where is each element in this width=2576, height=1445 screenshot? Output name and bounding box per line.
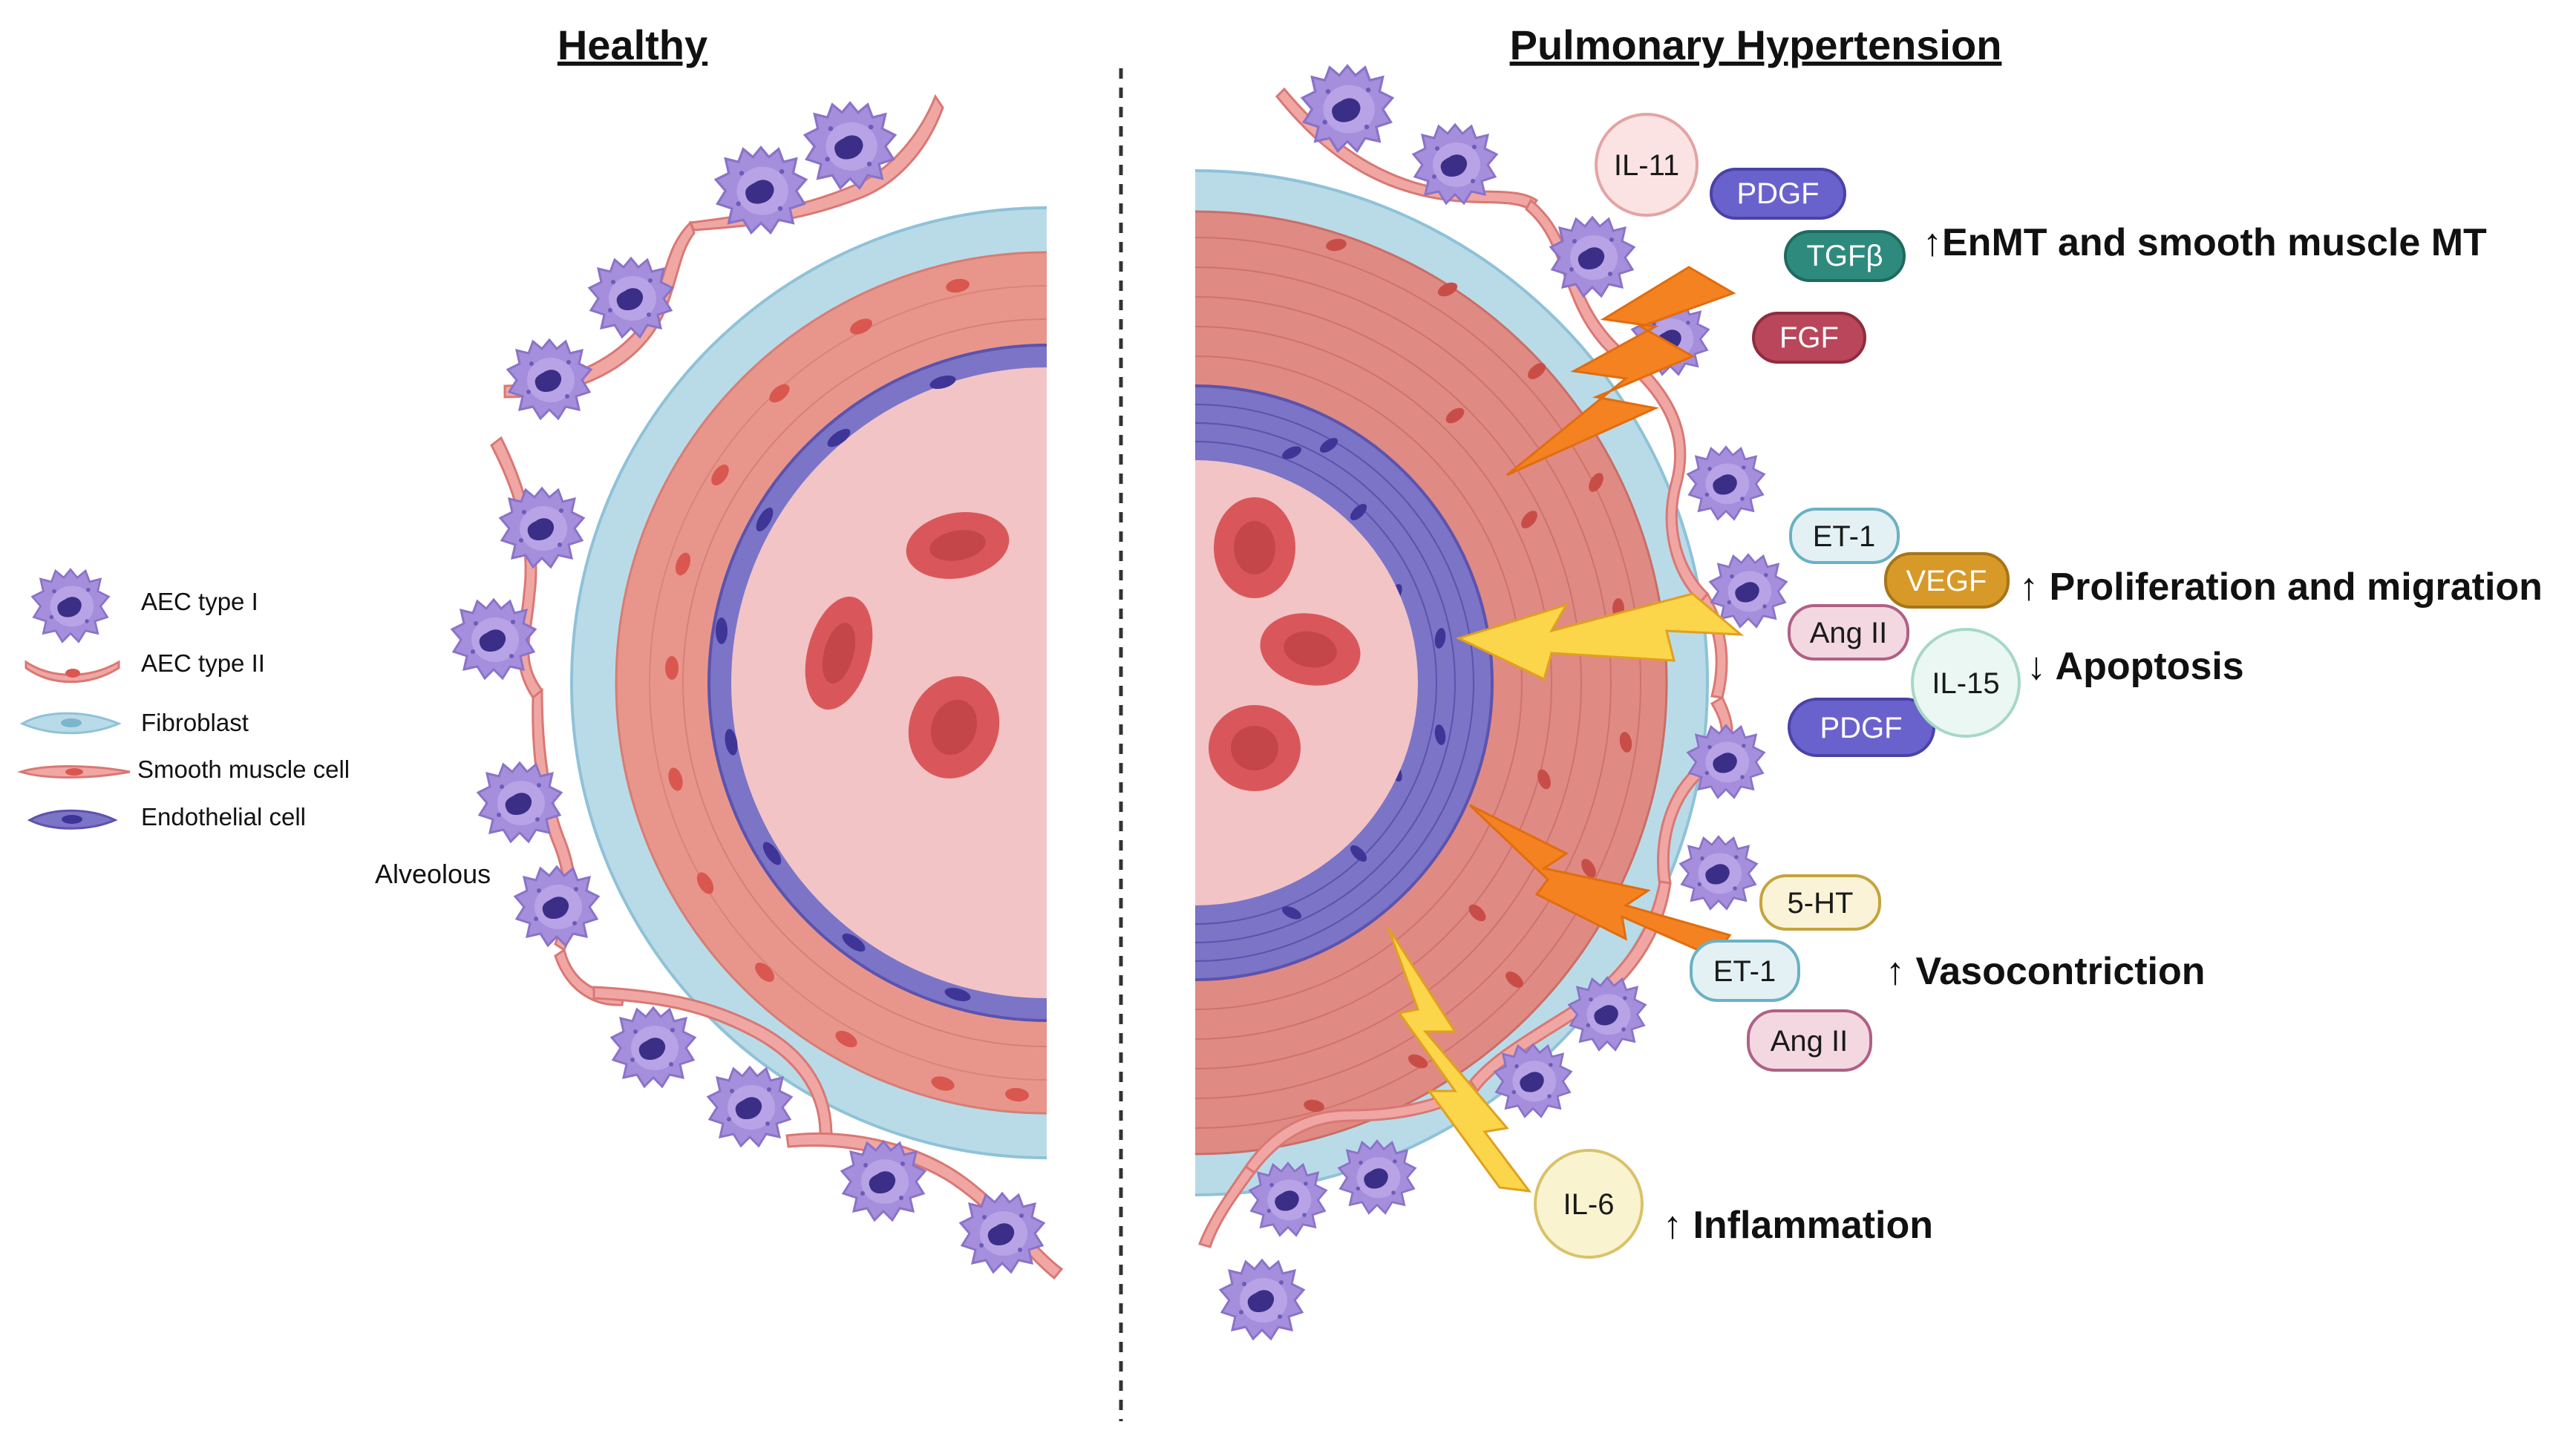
red-blood-cells (805, 511, 1010, 779)
et1-pill (1690, 940, 1800, 1002)
pdgf-label: PDGF (1736, 177, 1819, 210)
mediators: IL-11 PDGF TGFβ FGF ET-1 VEGF Ang II PDG… (1534, 113, 2021, 1259)
endothelial-nuclei (716, 375, 971, 1002)
effects: ↑EnMT and smooth muscle MT ↑ Proliferati… (1663, 221, 2543, 1247)
legend-label: AEC type II (141, 649, 265, 677)
fgf-pill (1752, 312, 1866, 364)
legend-label: Fibroblast (141, 709, 249, 736)
effect-enmt: ↑EnMT and smooth muscle MT (1923, 221, 2487, 264)
ph-smooth-muscle-nuclei (1304, 238, 1632, 1113)
pdgf-label: PDGF (1820, 712, 1902, 744)
legend-label: Endothelial cell (141, 803, 306, 830)
5ht-pill (1759, 874, 1881, 931)
il15-badge (1911, 628, 2021, 738)
5ht-label: 5-HT (1788, 887, 1854, 920)
lightning-orange-icon (1506, 266, 1736, 476)
ph-aec-type-2-membranes (1198, 87, 1733, 1248)
lightning-yellow-icon (1387, 927, 1532, 1193)
fgf-label: FGF (1779, 321, 1839, 354)
endothelial-cell-icon (27, 809, 118, 830)
smooth-muscle-cell-icon (16, 765, 131, 779)
et1-label: ET-1 (1713, 955, 1776, 988)
tgfb-pill (1784, 230, 1906, 282)
il6-badge (1534, 1149, 1644, 1259)
title-pulmonary-hypertension: Pulmonary Hypertension (1510, 22, 2002, 68)
lightning-yellow-icon (1455, 592, 1745, 681)
ph-muscle-mesh (1195, 237, 1641, 1129)
il6-label: IL-6 (1563, 1188, 1615, 1221)
healthy-vessel (570, 206, 1047, 1159)
il11-badge (1595, 113, 1699, 217)
ph-endothelial-mesh (1195, 404, 1474, 962)
title-healthy: Healthy (558, 22, 707, 68)
legend-label: Smooth muscle cell (137, 756, 350, 783)
et1-label: ET-1 (1813, 520, 1875, 553)
il15-label: IL-15 (1932, 667, 1999, 700)
legend-label: AEC type I (141, 588, 258, 615)
smooth-muscle-nuclei (665, 278, 1029, 1102)
ph-red-blood-cells (1209, 497, 1361, 791)
tgfb-label: TGFβ (1807, 240, 1883, 272)
et1-pill (1789, 508, 1900, 564)
ang2-pill (1788, 604, 1909, 661)
effect-proliferation: ↑ Proliferation and migration (2019, 566, 2543, 609)
aec-type-2-icon (24, 660, 120, 684)
effect-apoptosis: ↓ Apoptosis (2027, 645, 2244, 688)
legend: AEC type I AEC type II Fibroblast Smooth… (16, 568, 350, 830)
il11-label: IL-11 (1614, 149, 1679, 182)
ang2-pill (1747, 1009, 1872, 1072)
ang2-label: Ang II (1810, 617, 1888, 649)
ph-endothelial-nuclei (1281, 438, 1446, 920)
ang2-label: Ang II (1771, 1025, 1848, 1058)
vegf-label: VEGF (1906, 565, 1987, 597)
alveolous-label: Alveolous (375, 859, 491, 889)
effect-vasoconstriction: ↑ Vasocontriction (1886, 950, 2206, 993)
effect-inflammation: ↑ Inflammation (1663, 1204, 1933, 1247)
vegf-pill (1884, 552, 2010, 609)
aec-type-1-icon (31, 568, 110, 643)
pdgf-pill (1710, 168, 1846, 220)
fibroblast-icon (19, 712, 122, 735)
ph-vessel (1195, 169, 1709, 1196)
